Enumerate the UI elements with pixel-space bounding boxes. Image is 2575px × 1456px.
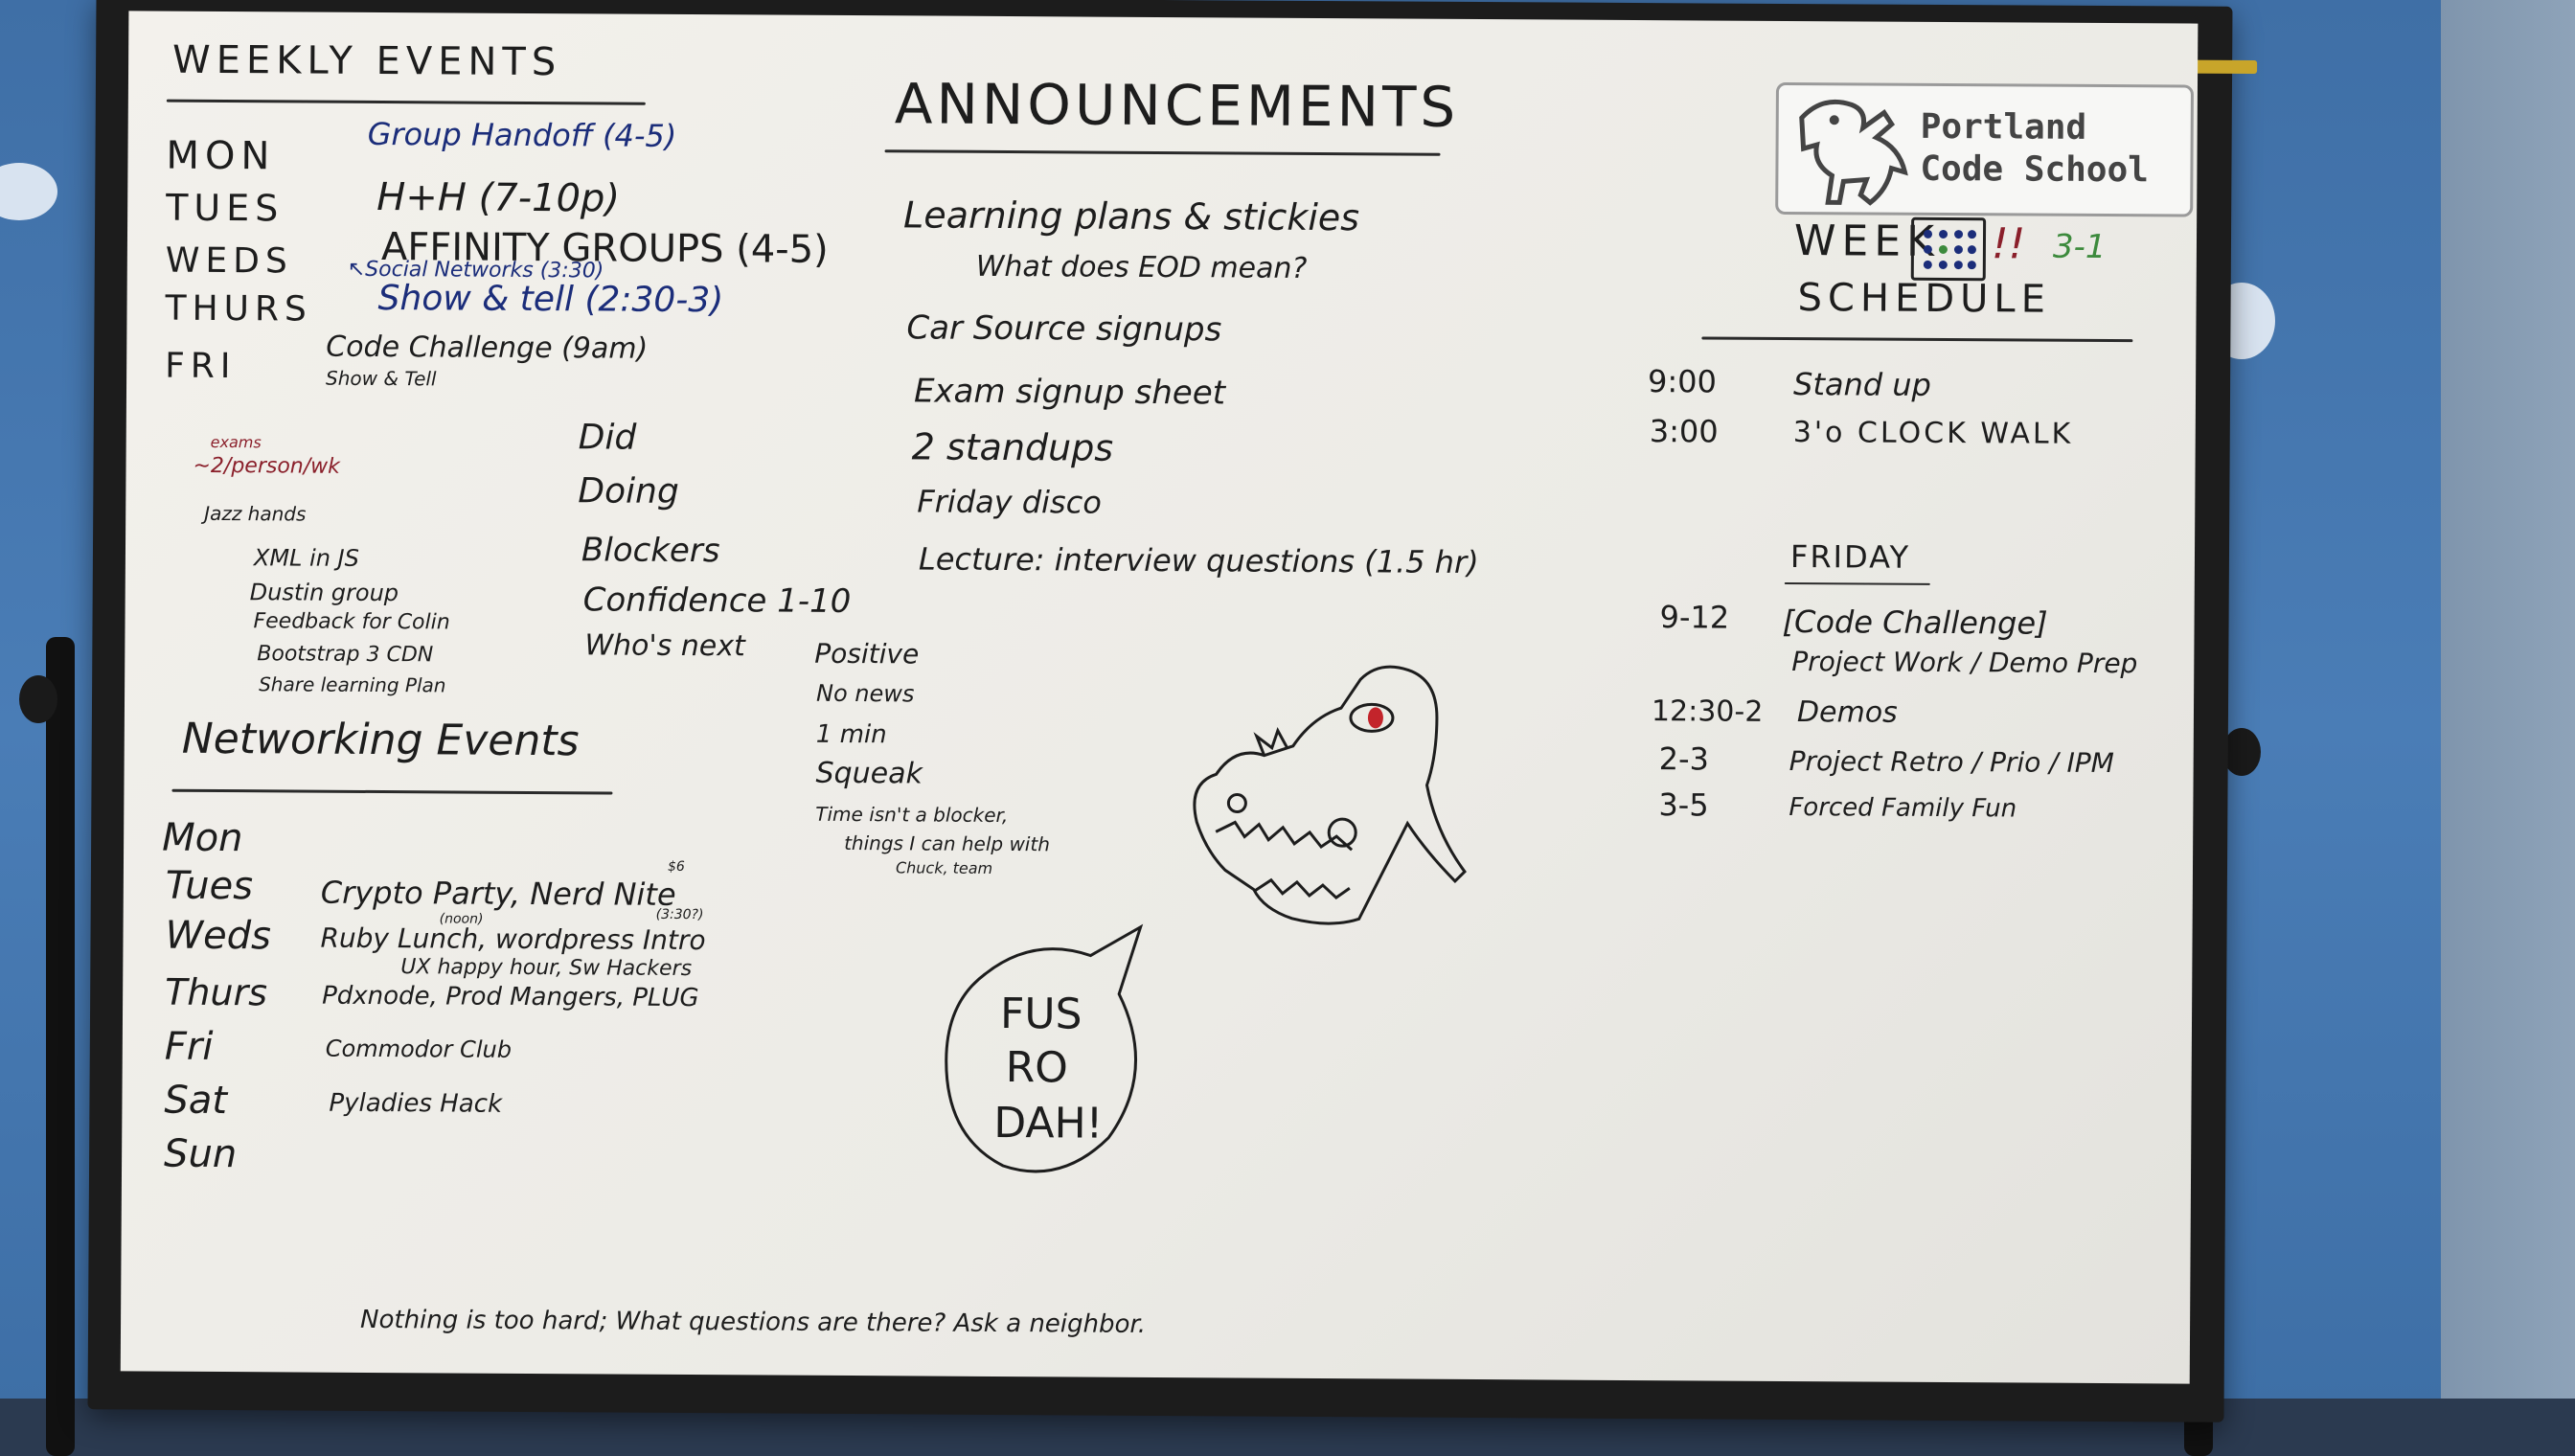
whiteboard: WEEKLY EVENTS MON Group Handoff (4-5) TU… xyxy=(120,11,2199,1384)
standup-rule-4: Time isn't a blocker, xyxy=(815,802,1009,828)
friday-time-4: 3-5 xyxy=(1658,786,1709,824)
announcement-1: What does EOD mean? xyxy=(975,249,1308,285)
networking-underline xyxy=(171,788,613,795)
weekly-events-title: WEEKLY EVENTS xyxy=(171,37,562,85)
friday-text-3: Project Retro / Prio / IPM xyxy=(1789,745,2114,780)
friday-text-0: [Code Challenge] xyxy=(1782,603,2048,642)
stand-knob-right xyxy=(2222,728,2261,776)
friday-text-1: Project Work / Demo Prep xyxy=(1791,646,2138,680)
weekly-text-thurs: Show & tell (2:30-3) xyxy=(377,279,724,321)
bubble-line-0: FUS xyxy=(999,989,1082,1039)
friday-text-2: Demos xyxy=(1796,695,1898,730)
dinosaur-logo-icon xyxy=(1799,99,1908,206)
friday-time-3: 2-3 xyxy=(1658,740,1710,778)
standup-item-4: Share learning Plan xyxy=(259,672,446,697)
friday-title: FRIDAY xyxy=(1789,538,1911,576)
footer-note: Nothing is too hard; What questions are … xyxy=(359,1305,1147,1339)
net-day-mon: Mon xyxy=(162,815,243,861)
net-sup-tues: $6 xyxy=(667,858,685,875)
net-day-tues: Tues xyxy=(165,863,254,909)
stand-leg-left xyxy=(46,637,75,1456)
standup-format-2: Blockers xyxy=(581,531,720,571)
announcement-5: Friday disco xyxy=(917,483,1102,521)
friday-text-4: Forced Family Fun xyxy=(1789,793,2017,824)
weekly-note-fri: Show & Tell xyxy=(326,366,437,391)
standup-rule-5: things I can help with xyxy=(844,830,1050,856)
friday-time-0: 9-12 xyxy=(1659,599,1730,636)
standup-rule-2: 1 min xyxy=(815,719,887,750)
friday-time-2: 12:30-2 xyxy=(1651,694,1764,729)
standup-rule-6: Chuck, team xyxy=(895,858,993,877)
weekly-text-tues: H+H (7-10p) xyxy=(376,174,621,221)
schedule-time-1: 3:00 xyxy=(1649,413,1719,450)
weekly-day-thurs: THURS xyxy=(165,288,312,330)
standup-format-1: Doing xyxy=(578,471,679,512)
weekly-events-underline xyxy=(166,99,646,105)
standup-small-2: Jazz hands xyxy=(204,501,307,526)
net-sup-weds-2: (3:30?) xyxy=(655,906,704,923)
cloud-left xyxy=(0,163,57,220)
net-day-fri: Fri xyxy=(164,1024,214,1069)
wall-panel xyxy=(2441,0,2575,1456)
announcement-6: Lecture: interview questions (1.5 hr) xyxy=(918,540,1479,581)
weekly-day-fri: FRI xyxy=(165,346,237,387)
net-text-sat: Pyladies Hack xyxy=(329,1088,503,1119)
announcements-title: ANNOUNCEMENTS xyxy=(894,71,1460,140)
dragon-eye xyxy=(1349,702,1395,733)
dragon-drawing xyxy=(1193,665,1467,925)
weekly-text-mon: Group Handoff (4-5) xyxy=(367,115,677,154)
net-text-weds: Ruby Lunch, wordpress Intro xyxy=(320,921,706,957)
schedule-text-1: 3'o CLOCK WALK xyxy=(1792,416,2074,451)
standup-rule-0: Positive xyxy=(814,637,920,671)
net-sub-weds: UX happy hour, Sw Hackers xyxy=(400,955,693,982)
schedule-text-0: Stand up xyxy=(1792,366,1932,403)
week-number: 3-1 xyxy=(2052,227,2107,267)
net-text-fri: Commodor Club xyxy=(325,1035,513,1063)
net-text-tues: Crypto Party, Nerd Nite xyxy=(320,874,676,913)
net-day-weds: Weds xyxy=(165,913,272,959)
net-sup-weds: (noon) xyxy=(439,911,484,927)
friday-underline xyxy=(1784,581,1930,585)
week-exclaim: !! xyxy=(1991,219,2026,269)
whiteboard-frame: WEEKLY EVENTS MON Group Handoff (4-5) TU… xyxy=(87,0,2258,1422)
logo-line-1: Portland xyxy=(1920,106,2087,148)
standup-small-0: exams xyxy=(210,432,262,452)
announcement-3: Exam signup sheet xyxy=(913,372,1226,413)
weekly-day-mon: MON xyxy=(166,133,276,179)
portland-code-school-logo: Portland Code School xyxy=(1775,81,2194,217)
frame-tag xyxy=(2190,59,2258,74)
standup-format-0: Did xyxy=(578,418,637,458)
standup-format-3: Confidence 1-10 xyxy=(582,580,852,622)
standup-item-3: Bootstrap 3 CDN xyxy=(257,642,434,668)
standup-item-0: XML in JS xyxy=(253,544,359,572)
bubble-line-1: RO xyxy=(1005,1043,1069,1093)
stand-knob-left xyxy=(19,675,57,723)
announcement-4: 2 standups xyxy=(911,425,1114,469)
net-day-sat: Sat xyxy=(164,1078,228,1124)
networking-title: Networking Events xyxy=(181,714,580,766)
net-day-sun: Sun xyxy=(163,1131,238,1177)
bubble-line-2: DAH! xyxy=(993,1098,1104,1149)
standup-item-1: Dustin group xyxy=(249,579,399,607)
net-day-thurs: Thurs xyxy=(165,970,268,1014)
announcements-underline xyxy=(884,149,1441,156)
standup-rule-3: Squeak xyxy=(815,756,923,791)
dice-grid-icon xyxy=(1910,216,1987,282)
schedule-title: SCHEDULE xyxy=(1797,276,2052,322)
net-text-thurs: Pdxnode, Prod Mangers, PLUG xyxy=(322,981,699,1013)
weekly-day-tues: TUES xyxy=(166,186,285,230)
standup-item-2: Feedback for Colin xyxy=(253,609,450,635)
weekly-day-weds: WEDS xyxy=(165,240,293,282)
standup-small-1: ~2/person/wk xyxy=(193,453,341,479)
standup-format-4: Who's next xyxy=(584,628,745,664)
announcement-0: Learning plans & stickies xyxy=(903,193,1360,239)
logo-line-2: Code School xyxy=(1920,148,2149,191)
announcement-2: Car Source signups xyxy=(906,308,1222,350)
schedule-time-0: 9:00 xyxy=(1647,363,1718,400)
standup-rule-1: No news xyxy=(816,679,915,708)
weekly-text-fri: Code Challenge (9am) xyxy=(326,330,649,366)
speech-bubble xyxy=(945,923,1144,1173)
schedule-underline xyxy=(1701,336,2133,343)
